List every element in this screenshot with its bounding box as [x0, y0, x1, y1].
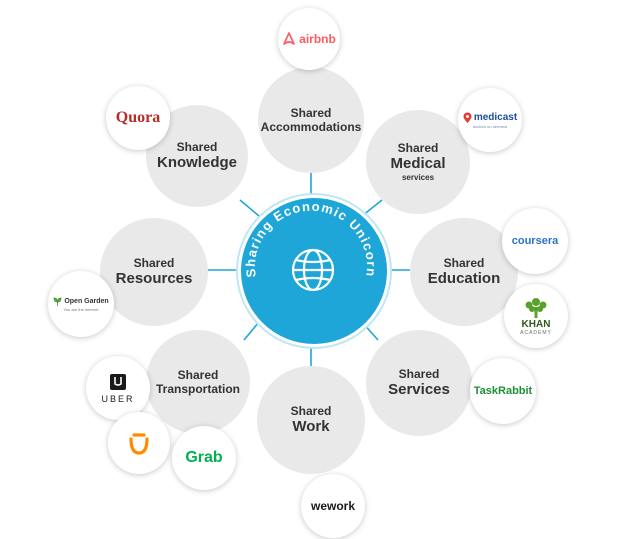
node-shared-transportation: Shared Transportation: [146, 330, 250, 434]
logo-medicast: medicast doctors on demand: [458, 88, 522, 152]
connector-transportation: [243, 321, 260, 341]
medicast-wordmark: medicast: [473, 112, 518, 123]
logo-coursera: coursera: [502, 208, 568, 274]
node-label-prefix: Shared: [176, 140, 218, 154]
connector-medical: [361, 199, 383, 217]
node-label-name: Resources: [115, 270, 193, 287]
node-label-prefix: Shared: [290, 404, 332, 418]
leaf-icon: [53, 297, 62, 306]
khan-wordmark: KHAN: [521, 318, 551, 330]
node-label-suffix: services: [401, 173, 435, 182]
node-label-prefix: Shared: [177, 368, 219, 382]
node-shared-work: Shared Work: [257, 366, 365, 474]
node-label-name: Medical: [390, 155, 446, 172]
medicast-tagline: doctors on demand: [472, 123, 508, 129]
open-garden-tagline: You are the Internet: [63, 306, 99, 312]
logo-open-garden: Open Garden You are the Internet: [48, 271, 114, 337]
logo-airbnb: airbnb: [278, 8, 340, 70]
didi-icon: [129, 433, 149, 455]
logo-taskrabbit: TaskRabbit: [470, 358, 536, 424]
logo-didi: [108, 412, 170, 474]
logo-wework: wework: [301, 474, 365, 538]
khan-subtext: ACADEMY: [520, 329, 552, 336]
node-label-prefix: Shared: [443, 256, 485, 270]
node-label-name: Work: [292, 418, 330, 435]
node-shared-services: Shared Services: [366, 330, 472, 436]
node-label-name: Accommodations: [260, 120, 362, 134]
wework-wordmark: wework: [310, 499, 355, 513]
node-label-name: Transportation: [155, 382, 240, 396]
globe-icon: [291, 248, 335, 292]
node-label-prefix: Shared: [133, 256, 175, 270]
open-garden-wordmark: Open Garden: [64, 298, 109, 305]
node-label-prefix: Shared: [397, 141, 439, 155]
logo-khan-academy: KHAN ACADEMY: [504, 284, 568, 348]
logo-quora: Quora: [106, 86, 170, 150]
taskrabbit-wordmark: TaskRabbit: [473, 385, 533, 397]
grab-wordmark: Grab: [185, 449, 223, 466]
node-shared-accommodations: Shared Accommodations: [258, 67, 364, 173]
node-shared-resources: Shared Resources: [100, 218, 208, 326]
node-shared-medical-services: Shared Medical services: [366, 110, 470, 214]
quora-wordmark: Quora: [115, 109, 161, 126]
airbnb-wordmark: airbnb: [299, 32, 336, 46]
node-label-prefix: Shared: [290, 106, 332, 120]
node-shared-education: Shared Education: [410, 218, 518, 326]
uber-icon: [110, 373, 126, 390]
uber-wordmark: UBER: [101, 393, 135, 404]
logo-grab: Grab: [172, 426, 236, 490]
node-label-name: Education: [427, 270, 501, 287]
node-label-name: Knowledge: [156, 154, 237, 171]
map-pin-icon: [463, 112, 472, 123]
node-label-name: Services: [388, 381, 450, 398]
connector-knowledge: [239, 199, 260, 217]
tree-icon: [525, 297, 547, 318]
logo-uber: UBER: [86, 356, 150, 420]
coursera-wordmark: coursera: [511, 235, 559, 247]
airbnb-icon: [283, 32, 295, 45]
node-label-prefix: Shared: [398, 367, 440, 381]
